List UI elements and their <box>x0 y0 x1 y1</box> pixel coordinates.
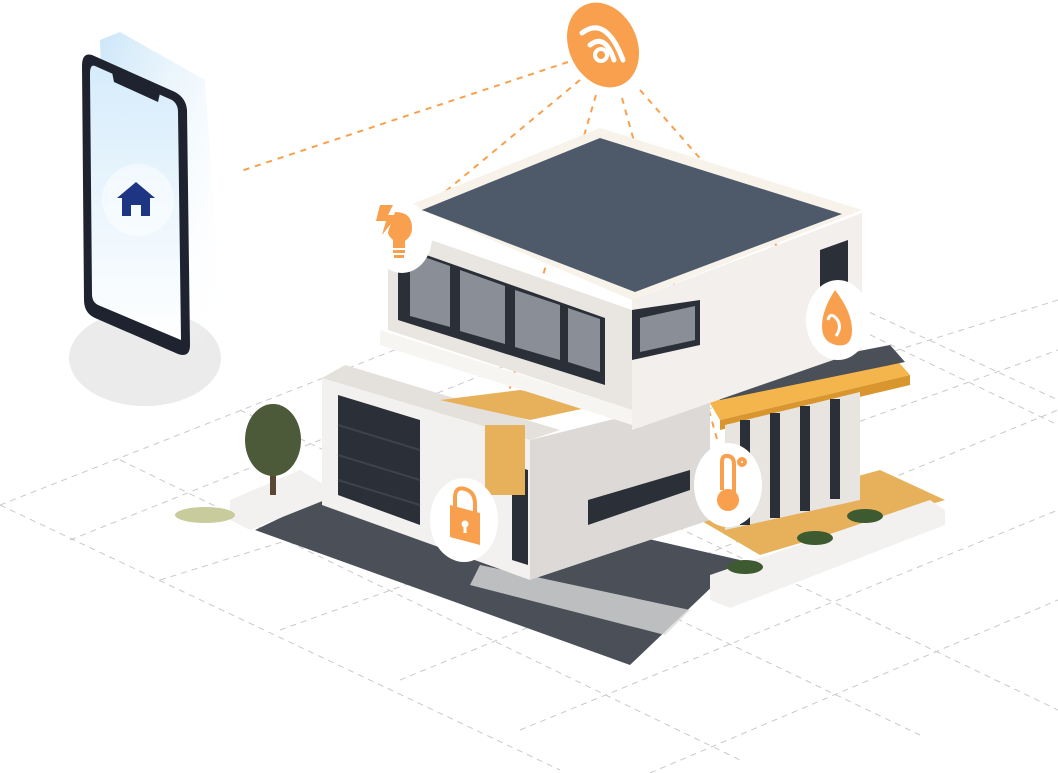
water-drop-icon <box>822 290 852 346</box>
house <box>175 128 945 665</box>
lock-device[interactable] <box>430 478 498 562</box>
garden-bed <box>700 470 945 555</box>
phone-notch <box>112 72 160 102</box>
home-icon[interactable] <box>117 182 155 216</box>
thermometer-icon <box>717 453 747 511</box>
lock-icon <box>450 486 480 545</box>
wood-panel <box>485 425 525 495</box>
smartphone <box>69 32 221 406</box>
paving <box>470 565 690 635</box>
front-wall <box>530 395 710 580</box>
garage-door <box>338 395 420 525</box>
water-device[interactable] <box>806 280 870 360</box>
roof <box>422 138 842 292</box>
wifi-hub[interactable] <box>554 0 653 99</box>
lightning-bulb-icon <box>376 205 412 258</box>
bulb-device[interactable] <box>372 201 432 273</box>
wifi-icon <box>579 25 626 63</box>
thermostat-device[interactable] <box>694 443 762 527</box>
upper-right-wall <box>632 213 862 430</box>
tree <box>245 404 301 476</box>
